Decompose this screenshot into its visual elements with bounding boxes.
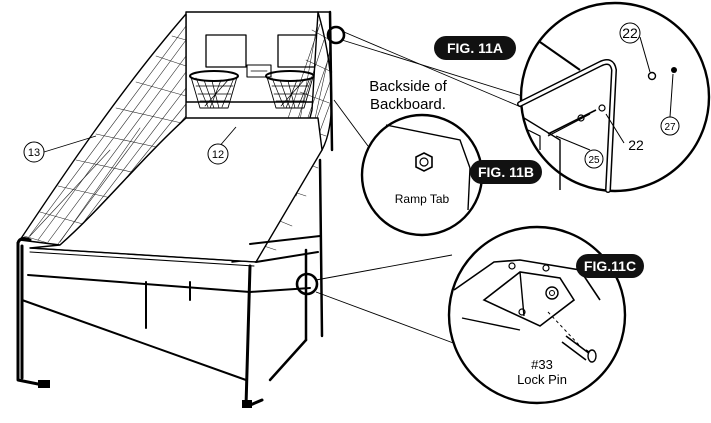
leader-lines xyxy=(43,25,529,345)
right-foot-cap xyxy=(242,400,252,408)
left-foot-cap xyxy=(38,380,50,388)
backside-label-line2: Backboard. xyxy=(370,96,446,113)
callout-13: 13 xyxy=(28,147,40,159)
ramp-tab-label: Ramp Tab xyxy=(395,192,450,206)
fig-11c-label: FIG.11C xyxy=(584,258,636,274)
detail-11a xyxy=(517,1,711,193)
callout-25: 25 xyxy=(588,155,600,166)
detail-a-marker xyxy=(326,25,346,45)
callout-27: 27 xyxy=(664,122,676,133)
hex-nut xyxy=(415,152,433,172)
scoreboard-display xyxy=(246,64,272,78)
backboard xyxy=(185,11,331,103)
callout-12: 12 xyxy=(212,149,224,161)
left-target-square xyxy=(205,34,247,68)
backside-label-line1: Backside of xyxy=(369,78,447,95)
ramp xyxy=(29,117,323,267)
arcade-basketball-machine xyxy=(16,10,334,408)
detail-11a-callouts xyxy=(555,22,680,169)
fig-11c-badge: FIG.11C xyxy=(576,254,644,278)
callout-22-bottom: 22 xyxy=(628,137,644,153)
fig-11b-label: FIG. 11B xyxy=(478,164,534,180)
left-hoop xyxy=(189,70,239,109)
detail-c-marker xyxy=(295,272,319,296)
fig-11a-label: FIG. 11A xyxy=(447,40,503,56)
fig-11a-badge: FIG. 11A xyxy=(434,36,516,60)
main-callouts xyxy=(23,141,229,165)
fig-11b-badge: FIG. 11B xyxy=(470,160,542,184)
lock-pin-label: Lock Pin xyxy=(517,372,567,387)
detail-11b xyxy=(360,113,484,237)
callout-22-top: 22 xyxy=(622,25,638,41)
lock-pin-number: #33 xyxy=(531,357,553,372)
